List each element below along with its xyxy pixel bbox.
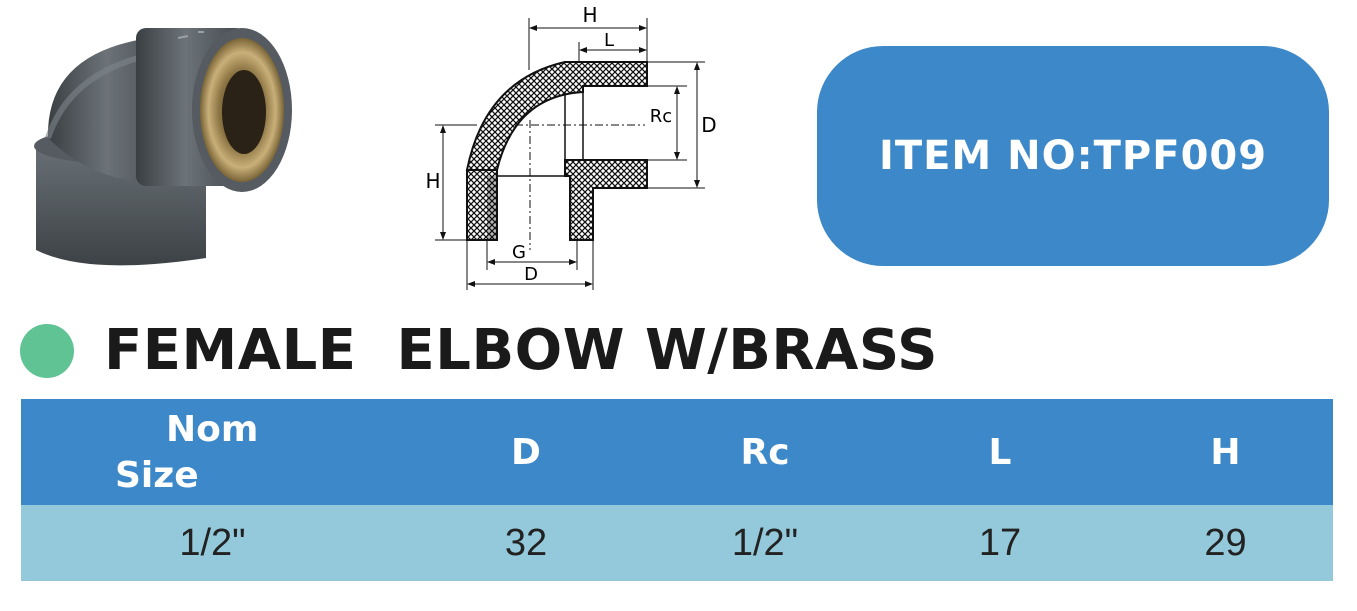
header-nom-line1: Nom	[166, 409, 259, 450]
cell-d: 32	[404, 505, 648, 581]
cell-l: 17	[882, 505, 1118, 581]
dim-label-l: L	[604, 30, 614, 51]
header-rc: Rc	[648, 399, 882, 505]
item-number-badge: ITEM NO:TPF009	[817, 46, 1329, 266]
title-bullet-dot	[20, 324, 74, 378]
dim-label-h-top: H	[582, 3, 597, 27]
header-l: L	[882, 399, 1118, 505]
table-row: 1/2" 32 1/2" 17 29	[21, 505, 1333, 581]
dim-label-d-bottom: D	[524, 264, 538, 285]
cell-h: 29	[1118, 505, 1333, 581]
header-d: D	[404, 399, 648, 505]
header-nom-line2: Size	[115, 455, 199, 496]
table-header-row: Nom Size D Rc L H	[21, 399, 1333, 505]
dim-label-rc: Rc	[650, 106, 672, 127]
dim-label-g: G	[512, 242, 526, 263]
cell-rc: 1/2"	[648, 505, 882, 581]
spec-table: Nom Size D Rc L H 1/2" 32 1/2" 17 29	[21, 399, 1333, 581]
product-title: FEMALE ELBOW W/BRASS	[104, 318, 939, 383]
item-number-label: ITEM NO:TPF009	[878, 133, 1268, 179]
technical-diagram: H L Rc D H G D	[425, 3, 717, 290]
dim-label-h-left: H	[425, 169, 440, 193]
product-photo	[34, 28, 292, 266]
dim-label-d-right: D	[701, 113, 716, 137]
cell-nom-size: 1/2"	[21, 505, 404, 581]
header-nom-size: Nom Size	[21, 399, 404, 505]
header-h: H	[1118, 399, 1333, 505]
